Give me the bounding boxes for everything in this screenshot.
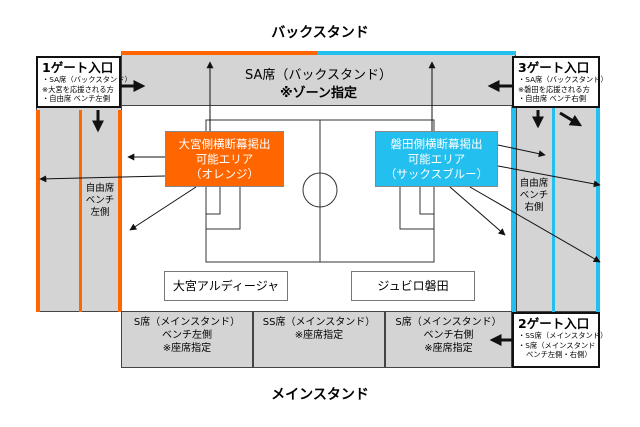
sa-seat-back-stand: SA席（バックスタンド） ※ゾーン指定 [121,54,516,106]
main-ss-line1: SS席（メインスタンド） [262,317,376,328]
sa-seat-title: SA席（バックスタンド） [245,68,392,83]
omiya-zone-line3: （オレンジ） [190,167,259,181]
free-seat-right-line1: 自由席 [519,178,549,189]
gate3-line2: ※磐田を応援される方 [518,85,590,94]
free-seat-right-blue-bar-outer [596,106,600,312]
free-seat-right-line2: ベンチ [519,190,549,201]
free-seat-right-label: 自由席 ベンチ 右側 [518,178,550,214]
iwata-zone-line1: 磐田側横断幕掲出 [390,137,483,151]
gate3-box: 3ゲート入口 ・SA席（バックスタンド） ※磐田を応援される方 ・自由席 ベンチ… [512,56,608,108]
team-iwata-label: ジュビロ磐田 [351,271,475,301]
back-stand-title: バックスタンド [271,25,369,41]
iwata-banner-zone: 磐田側横断幕掲出 可能エリア （サックスブルー） [375,131,498,187]
omiya-banner-zone: 大宮側横断幕掲出 可能エリア （オレンジ） [165,131,284,187]
main-s-right-line2: ベンチ右側 [423,330,474,341]
arrow-iwata-to-lower-right-1 [449,186,506,236]
main-s-left-line1: S席（メインスタンド） [133,317,241,328]
back-stand-orange-bar [121,51,317,55]
free-seat-left-orange-bar-mid [79,110,82,312]
main-s-left-line2: ベンチ左側 [162,330,212,341]
gate2-line1: ・SS席（メインスタンド） [518,331,608,340]
omiya-zone-line2: 可能エリア [195,152,254,166]
back-stand-blue-bar [317,51,516,55]
free-seat-right-blue-bar-inner [511,106,516,312]
gate1-line1: ・SA席（バックスタンド） [42,75,132,84]
gate1-line3: ・自由席 ベンチ左側 [42,94,110,103]
free-seat-left-line2: ベンチ [85,195,115,206]
gate2-line2: ・S席（メインスタンド [518,341,596,350]
iwata-zone-line3: （サックスブルー） [384,167,489,181]
main-stand-section-s-right: S席（メインスタンド） ベンチ右側 ※座席指定 [385,311,512,368]
main-s-right-line3: ※座席指定 [424,343,473,354]
arrow-omiya-to-lower-left [129,186,197,231]
main-stand-section-ss: SS席（メインスタンド） ※座席指定 [253,311,385,368]
iwata-zone-line2: 可能エリア [407,152,466,166]
gate3-title: 3ゲート入口 [518,60,590,75]
center-circle [302,172,338,208]
free-seat-left-line3: 左側 [90,207,110,218]
gate1-title: 1ゲート入口 [42,60,114,75]
main-s-right-line1: S席（メインスタンド） [395,317,502,328]
gate3-line1: ・SA席（バックスタンド） [518,75,608,84]
free-seat-left-label: 自由席 ベンチ 左側 [84,183,116,219]
sa-seat-note: ※ゾーン指定 [280,86,357,101]
gate3-line3: ・自由席 ベンチ右側 [518,94,586,103]
gate2-title: 2ゲート入口 [518,316,590,331]
free-seat-left-line1: 自由席 [85,183,115,194]
gate2-box: 2ゲート入口 ・SS席（メインスタンド） ・S席（メインスタンド ベンチ左側・右… [512,312,608,368]
main-stand-section-s-left: S席（メインスタンド） ベンチ左側 ※座席指定 [121,311,253,368]
main-stand-title: メインスタンド [271,387,369,403]
gate2-line3: ベンチ左側・右側） [526,350,592,359]
free-seat-left-orange-bar-inner [118,110,122,312]
team-omiya-label: 大宮アルディージャ [164,271,288,301]
free-seat-right-line3: 右側 [524,202,544,213]
gate1-box: 1ゲート入口 ・SA席（バックスタンド） ※大宮を応援される方 ・自由席 ベンチ… [36,56,132,108]
main-s-left-line3: ※座席指定 [162,343,212,354]
omiya-zone-line1: 大宮側横断幕掲出 [178,137,271,151]
free-seat-left-orange-bar-outer [36,110,40,312]
free-seat-right-blue-bar-mid [552,106,555,312]
gate1-line2: ※大宮を応援される方 [42,85,114,94]
main-ss-line2: ※座席指定 [294,330,344,341]
